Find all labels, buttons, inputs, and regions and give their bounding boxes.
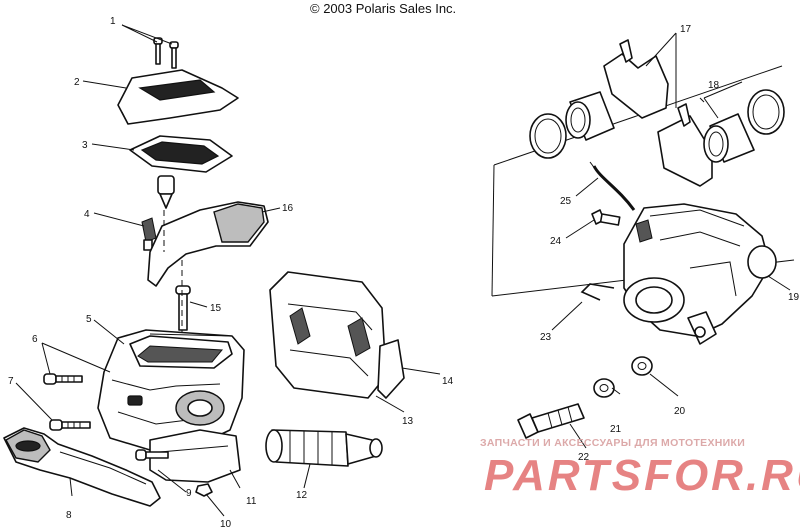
- callout-23: 23: [540, 332, 552, 343]
- part-5-master-cylinder-body: [97, 329, 245, 451]
- callout-13: 13: [402, 416, 414, 427]
- part-12-handlebar-tube: [265, 429, 383, 467]
- watermark-brand: PARTSFOR.RU: [484, 451, 800, 500]
- part-6-mounting-screws: [43, 373, 83, 385]
- part-16-park-lever: [147, 201, 269, 287]
- callout-2: 2: [74, 77, 80, 88]
- watermark: ЗАПЧАСТИ И АКСЕССУАРЫ ДЛЯ МОТОТЕХНИКИ PA…: [480, 437, 800, 500]
- callout-labels: 1 2 3 4 5 6 7 8 9 10 11 12 13 14 15 16 1…: [8, 16, 800, 529]
- callout-4: 4: [84, 209, 90, 220]
- leader-lines: [15, 24, 791, 517]
- callout-24: 24: [550, 236, 562, 247]
- part-9-pivot-bolt: [135, 449, 169, 461]
- part-24-bleeder: [591, 209, 621, 226]
- callout-10: 10: [220, 519, 232, 529]
- callout-3: 3: [82, 140, 88, 151]
- callout-19: 19: [788, 292, 800, 303]
- callout-16: 16: [282, 203, 294, 214]
- part-21-lock-washer: [593, 378, 615, 398]
- callout-6: 6: [32, 334, 38, 345]
- part-14-cover-plate: [377, 339, 405, 399]
- callout-7: 7: [8, 376, 14, 387]
- part-3-diaphragm: [129, 135, 233, 173]
- watermark-tagline: ЗАПЧАСТИ И АКСЕССУАРЫ ДЛЯ МОТОТЕХНИКИ: [480, 437, 745, 449]
- part-17-brake-pads: [603, 39, 713, 187]
- callout-20: 20: [674, 406, 686, 417]
- callout-12: 12: [296, 490, 308, 501]
- callout-8: 8: [66, 510, 72, 521]
- part-1-cover-screws: [153, 37, 179, 69]
- part-23-retaining-clip: [580, 283, 615, 301]
- callout-21: 21: [610, 424, 622, 435]
- callout-15: 15: [210, 303, 222, 314]
- copyright-title: © 2003 Polaris Sales Inc.: [310, 1, 456, 16]
- part-13-clamp-block: [269, 271, 387, 399]
- part-10-nut: [195, 483, 213, 497]
- callout-14: 14: [442, 376, 454, 387]
- callout-9: 9: [186, 488, 192, 499]
- part-15-pin: [175, 285, 191, 331]
- callout-5: 5: [86, 314, 92, 325]
- part-11-clamp: [149, 429, 241, 483]
- callout-11: 11: [246, 496, 257, 507]
- part-22-caliper-bolt: [517, 403, 585, 439]
- part-plunger: [157, 175, 175, 209]
- callout-1: 1: [110, 16, 116, 27]
- callout-22: 22: [578, 452, 590, 463]
- part-7-screw: [49, 419, 91, 431]
- callout-25: 25: [560, 196, 572, 207]
- part-20-washer: [631, 356, 653, 376]
- callout-17: 17: [680, 24, 692, 35]
- part-2-reservoir-cover: [117, 69, 239, 125]
- part-18-pistons: [529, 89, 785, 163]
- callout-18: 18: [708, 80, 720, 91]
- part-19-caliper-body: [623, 203, 777, 345]
- part-25-brake-line: [589, 161, 636, 211]
- part-8-brake-lever: [3, 427, 161, 507]
